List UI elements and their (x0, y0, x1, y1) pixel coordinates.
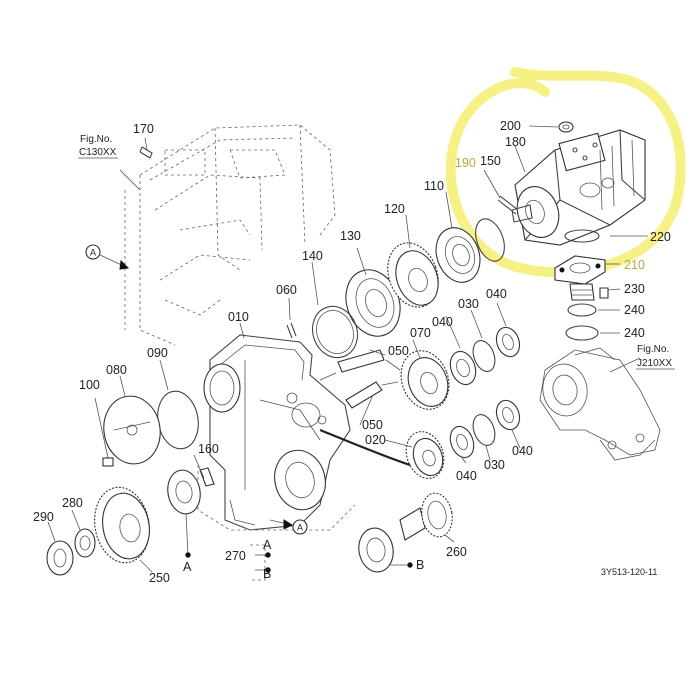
label-080: 080 (106, 363, 127, 377)
fig-ref-c130: Fig.No. C130XX (78, 134, 118, 159)
label-290: 290 (33, 510, 54, 524)
part-130-bearing (345, 269, 401, 337)
dot-a1 (185, 552, 191, 558)
part-040-needle-bearing-c (449, 425, 475, 459)
part-240-o-ring-a (567, 303, 597, 317)
part-100-bolt (94, 397, 114, 467)
part-170-pin (139, 137, 153, 159)
part-150-pin (497, 195, 519, 215)
label-130: 130 (340, 229, 361, 243)
svg-text:J210XX: J210XX (637, 358, 672, 369)
svg-text:A: A (90, 248, 96, 258)
marker-a-bracket: A (263, 538, 272, 552)
svg-text:A: A (297, 523, 303, 533)
svg-text:Fig.No.: Fig.No. (637, 344, 669, 355)
label-060: 060 (276, 283, 297, 297)
label-030-b: 030 (484, 458, 505, 472)
label-190: 190 (455, 156, 476, 170)
label-070: 070 (410, 326, 431, 340)
label-180: 180 (505, 135, 526, 149)
label-020: 020 (365, 433, 386, 447)
label-150: 150 (480, 154, 501, 168)
label-240-a: 240 (624, 303, 645, 317)
label-030-a: 030 (458, 297, 479, 311)
circle-marker-center: A (292, 519, 308, 535)
part-250-gear (94, 486, 150, 564)
part-180-hydraulic-pump (511, 129, 646, 246)
part-190-o-ring (475, 218, 505, 262)
marker-b-bracket: B (263, 567, 271, 581)
marker-a-bottom-left: A (183, 560, 192, 574)
label-280: 280 (62, 496, 83, 510)
dot-b2 (265, 567, 271, 573)
label-040-c: 040 (456, 469, 477, 483)
part-290-nut (46, 540, 74, 576)
part-040-needle-bearing-b (495, 326, 521, 358)
part-260-shaft-gear (399, 492, 453, 541)
label-230: 230 (624, 282, 645, 296)
label-270: 270 (225, 549, 246, 563)
dot-b1 (407, 562, 413, 568)
label-140: 140 (302, 249, 323, 263)
label-240-b: 240 (624, 326, 645, 340)
label-220: 220 (650, 230, 671, 244)
label-200: 200 (500, 119, 521, 133)
circle-marker-left: A (85, 244, 101, 260)
reference-arrow-center (269, 519, 294, 530)
label-050-b: 050 (362, 418, 383, 432)
part-230-bolt (569, 283, 609, 301)
label-040-d: 040 (512, 444, 533, 458)
part-120-gear (387, 242, 439, 308)
label-010: 010 (228, 310, 249, 324)
reference-arrow-left (99, 254, 130, 270)
part-070-gear (400, 350, 450, 410)
j210-housing (539, 347, 661, 461)
part-220-o-ring (564, 229, 600, 243)
part-280-ring (74, 528, 96, 558)
fig-ref-j210: Fig.No. J210XX (636, 344, 675, 370)
label-040-b: 040 (432, 315, 453, 329)
part-030-ring-a (472, 340, 496, 372)
label-250: 250 (149, 571, 170, 585)
label-210: 210 (624, 258, 645, 272)
part-210-flange (554, 255, 606, 285)
part-010-gear-case (203, 334, 351, 531)
part-160-bolt (193, 454, 215, 487)
transmission-case (124, 124, 336, 346)
label-170: 170 (133, 122, 154, 136)
bearing-near-b (358, 527, 394, 573)
part-240-o-ring-b (565, 325, 599, 341)
leader-lines (47, 125, 648, 573)
part-140-snap-ring (311, 305, 359, 359)
drawing-code: 3Y513-120-11 (601, 567, 657, 577)
label-110: 110 (424, 179, 444, 193)
label-160: 160 (198, 442, 219, 456)
part-200-nut (558, 121, 574, 133)
svg-text:Fig.No.: Fig.No. (80, 134, 112, 145)
part-020-gear (405, 431, 445, 479)
bearing-near-160 (167, 469, 201, 515)
part-050-shaft-b (345, 381, 383, 409)
label-040-a: 040 (486, 287, 507, 301)
part-270-bracket (250, 544, 266, 581)
label-260: 260 (446, 545, 467, 559)
part-090-o-ring (157, 390, 199, 450)
label-090: 090 (147, 346, 168, 360)
part-040-needle-bearing-d (495, 399, 521, 431)
part-080-cover (103, 395, 161, 465)
part-050-shaft-a (337, 349, 385, 373)
part-040-needle-bearing-a (449, 350, 477, 386)
part-060-dowel (286, 322, 297, 339)
dot-a2 (265, 552, 271, 558)
marker-b-bottom-center: B (416, 558, 424, 572)
label-100: 100 (79, 378, 100, 392)
svg-text:C130XX: C130XX (79, 147, 117, 158)
label-050-a: 050 (388, 344, 409, 358)
part-030-ring-b (472, 414, 496, 446)
part-110-bearing (435, 227, 481, 283)
label-120: 120 (384, 202, 405, 216)
